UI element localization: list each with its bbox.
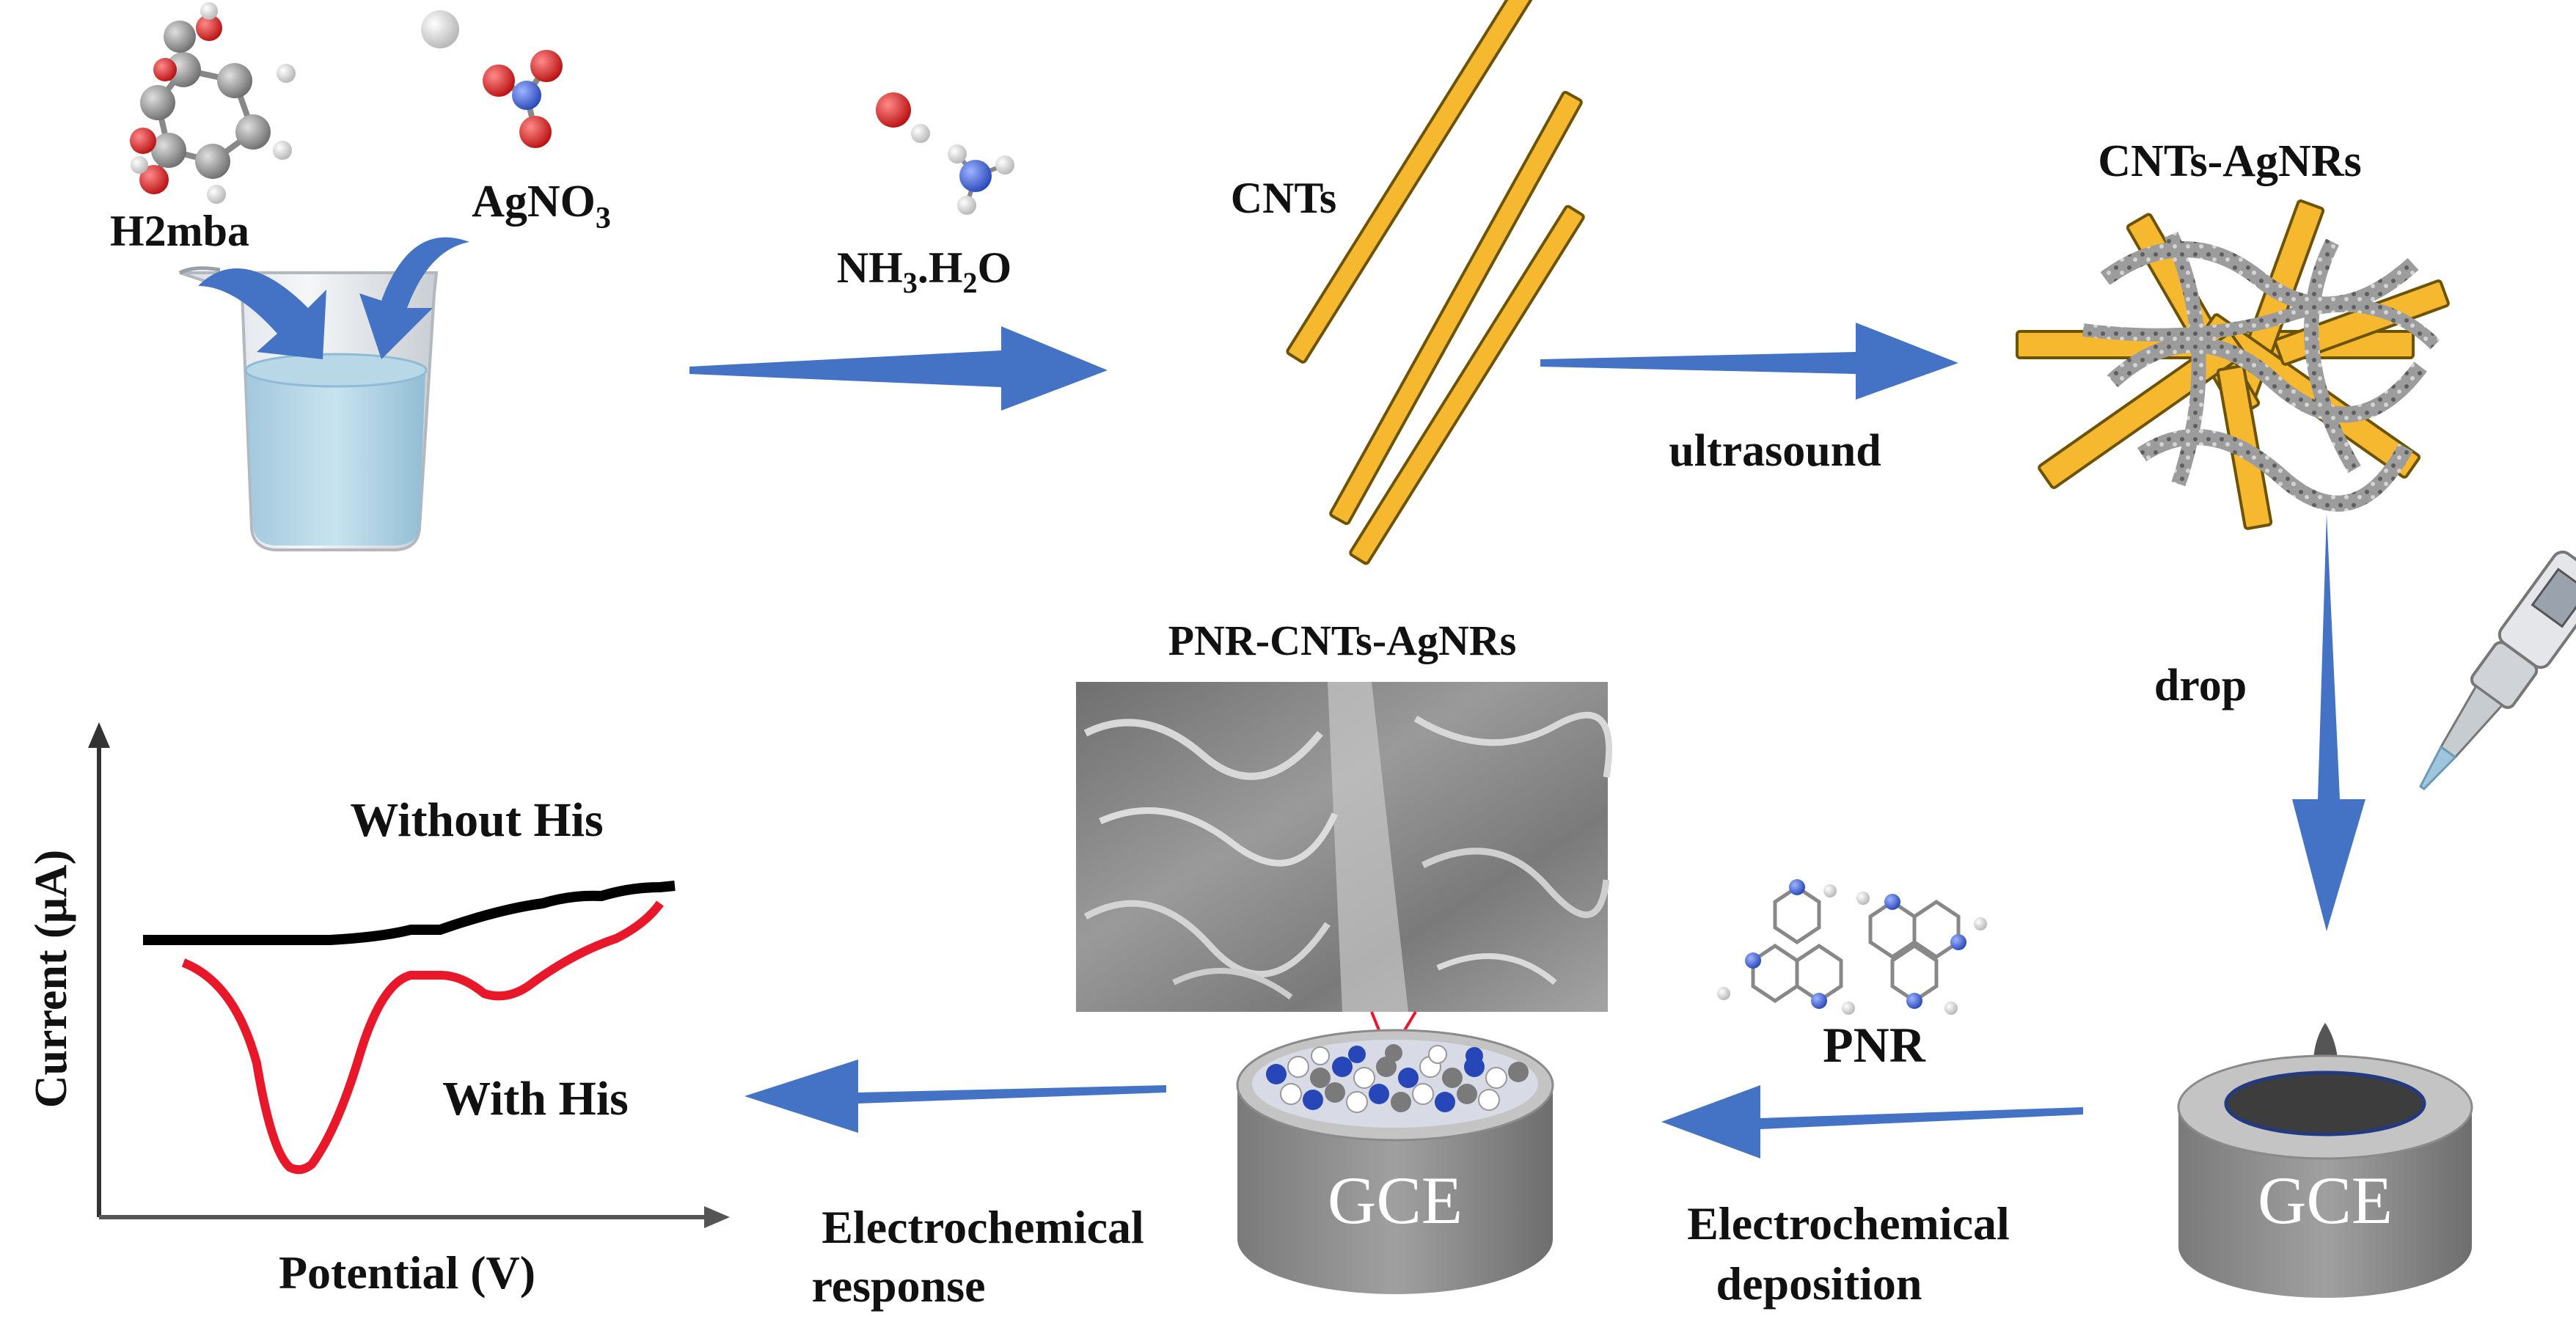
pour-arrow-left-icon: [198, 268, 326, 359]
sem-image: [1076, 682, 1613, 1012]
gce-electrode-right: GCE: [2177, 1054, 2473, 1298]
response-plot: Current (μA) Potential (V) Without His W…: [26, 722, 730, 1299]
arrow-drop-icon: [2292, 513, 2365, 931]
label-ultrasound: ultrasound: [1669, 426, 1881, 476]
cnts-agnrs-cluster: [2016, 199, 2450, 530]
label-pnr-cnts-agnrs: PNR-CNTs-AgNRs: [1168, 617, 1517, 664]
label-cnts: CNTs: [1231, 174, 1337, 222]
h2mba-molecule: [130, 2, 296, 204]
label-h2mba: H2mba: [110, 207, 249, 255]
label-pnr: PNR: [1823, 1017, 1926, 1073]
label-cnts-agnrs: CNTs-AgNRs: [2098, 136, 2361, 186]
pnr-coating-icon: [1266, 1044, 1529, 1113]
pipette: [2419, 518, 2576, 791]
label-nh3-h2o: NH3.H2O: [837, 243, 1011, 299]
curve-without-his: [143, 881, 676, 945]
label-drop: drop: [2154, 661, 2247, 710]
ammonia-water-molecules: [876, 92, 1014, 215]
label-deposition-line1: Electrochemical: [1687, 1197, 2010, 1249]
label-agno3: AgNO3: [472, 177, 611, 235]
gce-label-right: GCE: [2258, 1163, 2393, 1238]
label-response-line1: Electrochemical: [822, 1201, 1144, 1253]
arrow-deposition-icon: [1661, 1085, 2083, 1158]
nitrate-molecule: [483, 50, 563, 148]
x-axis-label: Potential (V): [279, 1246, 535, 1299]
gce-electrode-middle: GCE: [1236, 1029, 1554, 1294]
beaker: [178, 266, 439, 551]
gce-label-middle: GCE: [1328, 1163, 1463, 1238]
label-with-his: With His: [442, 1072, 629, 1125]
pnr-molecules: [1717, 879, 1987, 1015]
label-deposition-line2: deposition: [1716, 1257, 1922, 1310]
y-axis-label: Current (μA): [26, 850, 76, 1109]
label-without-his: Without His: [350, 793, 603, 847]
cnts-rods: [1286, 0, 1585, 565]
arrow-to-cnts-icon: [689, 326, 1108, 411]
curve-with-his: [181, 900, 664, 1175]
pour-arrow-right-icon: [359, 237, 469, 359]
label-response-line2: response: [811, 1260, 985, 1312]
arrow-to-cnts-agnrs-icon: [1540, 323, 1958, 400]
silver-atom: [421, 10, 459, 48]
arrow-response-icon: [744, 1060, 1166, 1133]
